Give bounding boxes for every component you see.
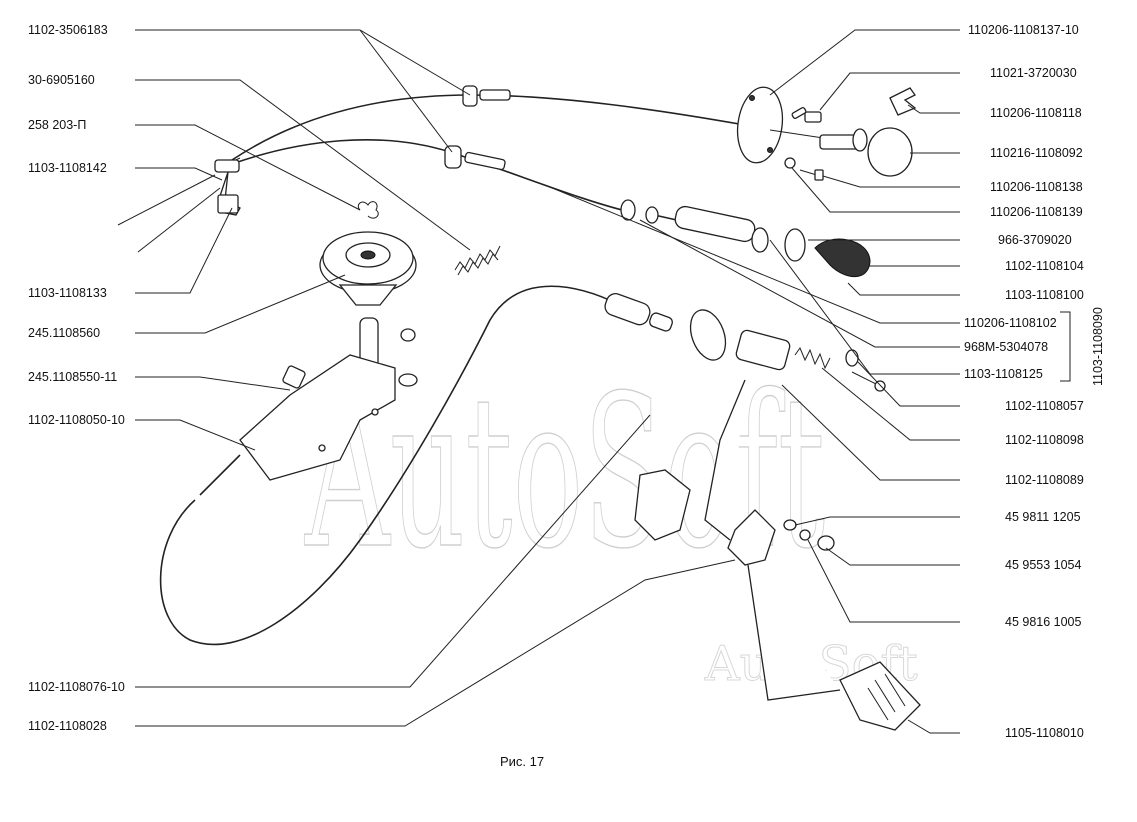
upper-cable bbox=[231, 94, 746, 213]
label-left-9: 1102-1108028 bbox=[28, 719, 107, 733]
label-left-3: 1103-1108142 bbox=[28, 161, 107, 175]
label-left-0: 1102-3506183 bbox=[28, 23, 108, 37]
grommet-upper bbox=[462, 85, 478, 107]
leaders-right bbox=[544, 29, 960, 734]
clutch-pedal bbox=[634, 379, 921, 731]
clutch-cable bbox=[159, 285, 621, 646]
label-right-6: 966-3709020 bbox=[998, 233, 1072, 247]
label-left-6: 245.1108550-11 bbox=[28, 370, 117, 384]
label-right-7: 1102-1108104 bbox=[1005, 259, 1084, 273]
leaders-left bbox=[135, 29, 736, 727]
label-right-12: 1102-1108057 bbox=[1005, 399, 1084, 413]
cable-sleeve-lower bbox=[464, 151, 506, 171]
label-right-17: 45 9816 1005 bbox=[1005, 615, 1082, 629]
label-left-5: 245.1108560 bbox=[28, 326, 100, 340]
label-right-3: 110216-1108092 bbox=[990, 146, 1083, 160]
label-right-9: 110206-1108102 bbox=[964, 316, 1057, 330]
label-right-16: 45 9553 1054 bbox=[1005, 558, 1082, 572]
label-left-1: 30-6905160 bbox=[28, 73, 95, 87]
hood-release-handle bbox=[819, 127, 913, 177]
label-right-11: 1103-1108125 bbox=[964, 367, 1043, 381]
group-bracket bbox=[1060, 311, 1071, 382]
label-right-14: 1102-1108089 bbox=[1005, 473, 1084, 487]
label-right-5: 110206-1108139 bbox=[990, 205, 1083, 219]
group-bracket-label: 1103-1108090 bbox=[1091, 307, 1105, 386]
choke-handle bbox=[620, 199, 871, 278]
return-spring bbox=[454, 245, 501, 276]
cable-sleeve-upper bbox=[479, 89, 511, 101]
label-right-8: 1103-1108100 bbox=[1005, 288, 1084, 302]
label-right-18: 1105-1108010 bbox=[1005, 726, 1084, 740]
label-right-0: 110206-1108137-10 bbox=[968, 23, 1079, 37]
spring-clip bbox=[889, 87, 917, 116]
label-left-8: 1102-1108076-10 bbox=[28, 680, 125, 694]
clip-258 bbox=[357, 201, 379, 219]
label-right-2: 110206-1108118 bbox=[990, 106, 1082, 120]
label-left-4: 1103-1108133 bbox=[28, 286, 107, 300]
pulley-assembly bbox=[319, 231, 417, 306]
bracket-plate bbox=[736, 86, 851, 164]
pedal-bracket bbox=[239, 317, 418, 481]
cable-adjuster bbox=[604, 293, 886, 392]
figure-caption: Рис. 17 bbox=[500, 754, 544, 769]
washer-138 bbox=[784, 157, 796, 169]
label-right-15: 45 9811 1205 bbox=[1005, 510, 1081, 524]
label-left-7: 1102-1108050-10 bbox=[28, 413, 125, 427]
label-right-13: 1102-1108098 bbox=[1005, 433, 1084, 447]
label-right-10: 968М-5304078 bbox=[964, 340, 1048, 354]
label-right-1: 11021-3720030 bbox=[990, 66, 1077, 80]
label-right-4: 110206-1108138 bbox=[990, 180, 1083, 194]
label-left-2: 258 203-П bbox=[28, 118, 86, 132]
grommet-lower bbox=[444, 145, 462, 169]
cable-clamp bbox=[214, 159, 241, 216]
